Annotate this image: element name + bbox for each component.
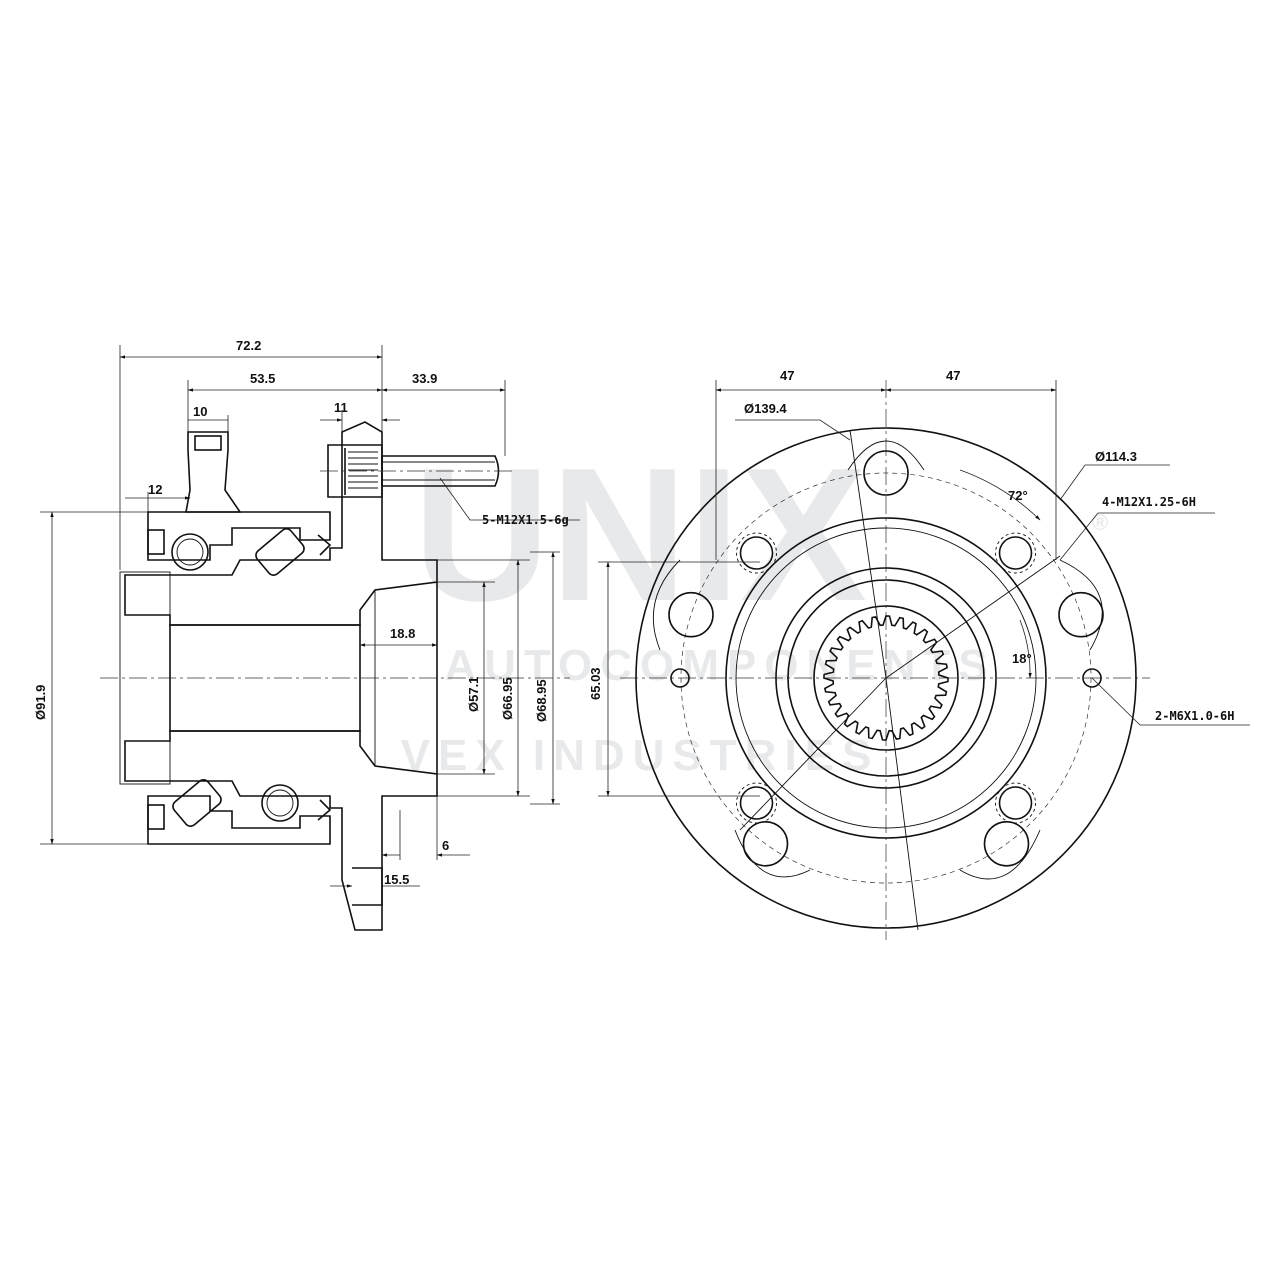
- seal-bottom-right: [317, 799, 332, 821]
- dim-half-left: 47: [780, 368, 794, 383]
- dim-outer-dia: Ø91.9: [33, 685, 48, 720]
- section-view: [100, 421, 570, 931]
- thread-note-1: 4-M12X1.25-6H: [1102, 495, 1196, 509]
- ball-bottom-1: [172, 779, 222, 827]
- m6-hole-right: [1082, 668, 1102, 688]
- watermark-line-1: AUTOCOMPONENTS: [444, 641, 995, 690]
- ball-bottom-2: [261, 784, 299, 822]
- stud-hole: [668, 591, 714, 638]
- dim-step-15-5: 15.5: [384, 872, 409, 887]
- threaded-hole: [998, 786, 1033, 820]
- seal-bottom: [147, 804, 165, 830]
- dim-sensor-boss: 10: [193, 404, 207, 419]
- dim-angle-18: 18°: [1012, 651, 1032, 666]
- threaded-hole: [998, 536, 1033, 570]
- watermark: UNIX ® AUTOCOMPONENTS VEX INDUSTRIES: [401, 429, 1109, 780]
- ball-top-1-cage: [176, 538, 204, 566]
- hub-ring-3: [775, 567, 997, 789]
- spline: [823, 615, 949, 741]
- threaded-hole-major: [736, 532, 777, 574]
- m6-hole-left: [670, 668, 690, 688]
- flange-outline: [635, 427, 1137, 929]
- watermark-mark: ®: [1092, 510, 1108, 535]
- threaded-hole: [739, 786, 774, 820]
- stud-hole: [863, 450, 909, 496]
- hub-body-top: [124, 421, 438, 626]
- threaded-holes: [736, 532, 1036, 824]
- threaded-hole-major: [995, 532, 1036, 574]
- dim-half-right: 47: [946, 368, 960, 383]
- dim-stud-projection: 33.9: [412, 371, 437, 386]
- thread-note-2: 2-M6X1.0-6H: [1155, 709, 1234, 723]
- dim-step-6: 6: [442, 838, 449, 853]
- stud-shank: [381, 455, 500, 487]
- watermark-brand: UNIX: [413, 429, 867, 641]
- pilot-lip: [119, 571, 171, 785]
- dim-flange-thk: 11: [334, 400, 348, 415]
- stud-hole: [983, 820, 1030, 867]
- threaded-hole-major: [736, 782, 777, 824]
- hub-ring-5: [813, 605, 959, 751]
- watermark-line-2: VEX INDUSTRIES: [401, 731, 880, 780]
- threaded-hole-major: [995, 782, 1036, 824]
- outer-ring-top: [147, 511, 331, 561]
- hub-ring-2: [735, 527, 1037, 829]
- stud-note: 5-M12X1.5-6g: [482, 513, 569, 527]
- dim-pilot-depth: 18.8: [390, 626, 415, 641]
- dim-bore-dia: Ø57.1: [466, 677, 481, 712]
- stud-knurl: [348, 451, 378, 489]
- hub-ring-4: [787, 579, 985, 777]
- ball-bottom-2-cage: [266, 789, 294, 817]
- dim-height: 65.03: [588, 667, 603, 700]
- dim-hub-length: 53.5: [250, 371, 275, 386]
- front-view: [620, 380, 1150, 940]
- front-dimensions: 47 47 Ø139.4 Ø114.3 72° 4-M12X1.25-6H 18…: [588, 368, 1250, 797]
- dim-pcd-dia: Ø114.3: [1095, 449, 1137, 464]
- seal-top-right: [317, 534, 332, 556]
- stud-hole: [1058, 591, 1104, 638]
- spline-profile: [823, 615, 949, 741]
- sensor-slot: [194, 435, 222, 451]
- threaded-hole: [739, 536, 774, 570]
- dim-overall-length: 72.2: [236, 338, 261, 353]
- stud-hole: [742, 820, 789, 867]
- hub-body-bottom: [124, 730, 438, 931]
- stud-holes: [668, 450, 1104, 867]
- pcd-circle: [680, 472, 1092, 884]
- section-dimensions: 72.2 53.5 33.9 10 11 12 Ø91.9 18.8 Ø57.1: [33, 338, 580, 888]
- dim-angle-72: 72°: [1008, 488, 1028, 503]
- dim-pilot-dia-1: Ø66.95: [500, 677, 515, 720]
- dim-pilot-dia-2: Ø68.95: [534, 679, 549, 722]
- flange-tab: [352, 867, 383, 906]
- ball-top-2: [255, 528, 305, 576]
- seal-top: [147, 529, 165, 555]
- ball-top-1: [171, 533, 209, 571]
- wheel-stud: [327, 444, 383, 498]
- dim-seal-offset: 12: [148, 482, 162, 497]
- outer-ring-bottom: [147, 795, 331, 845]
- hub-ring-1: [725, 517, 1047, 839]
- sensor-boss: [185, 431, 242, 513]
- dim-flange-dia: Ø139.4: [744, 401, 787, 416]
